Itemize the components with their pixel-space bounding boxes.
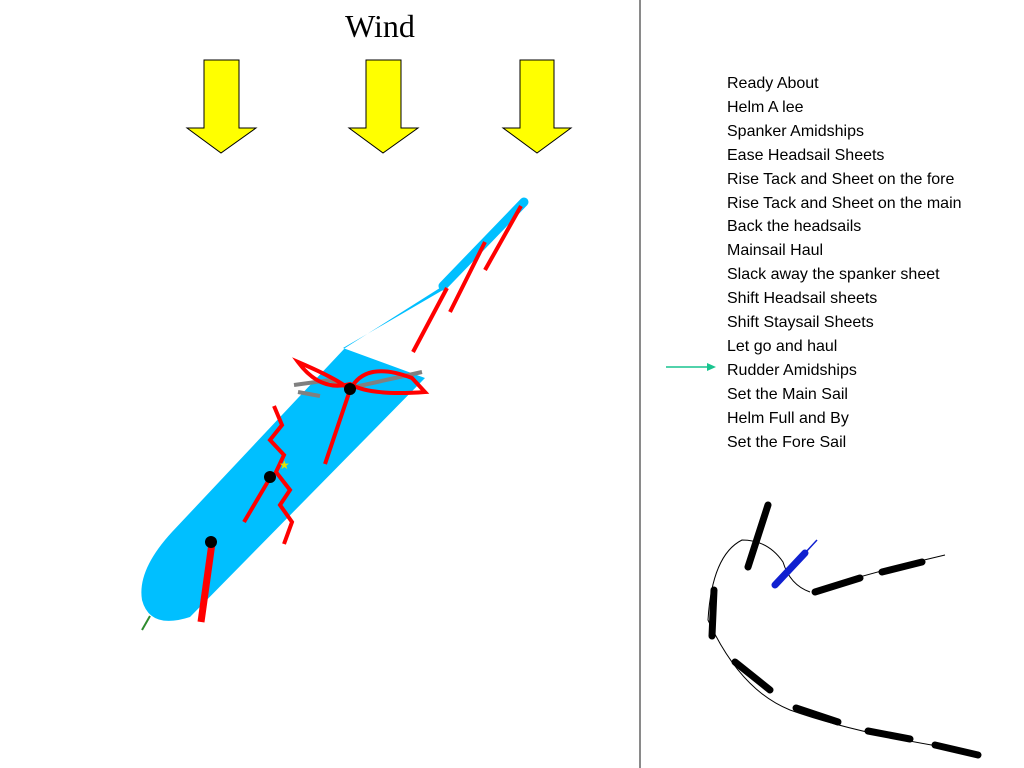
wind-arrow-left [185,59,258,154]
command-item: Ready About [727,75,819,92]
fleet-ship-3 [731,658,774,694]
command-item: Set the Fore Sail [727,433,847,451]
fleet-ship-8 [878,558,926,576]
wind-arrow-right [501,59,573,154]
command-item: Spanker Amidships [727,122,864,140]
fleet-ship-6 [931,741,982,759]
command-item: Rise Tack and Sheet on the fore [727,170,955,188]
command-item: Shift Staysail Sheets [727,314,874,332]
fore-topmast-staysail [448,241,487,313]
fleet-ship-5 [864,727,914,743]
command-item: Set the Main Sail [727,385,848,403]
fleet-ship-highlighted-bowsprit [804,539,818,554]
command-item: Ease Headsail Sheets [727,146,885,164]
fleet-ship-2 [708,586,718,640]
mizzen-mast [205,536,217,548]
main-sail-zigzag [267,405,295,545]
fleet-ship-1 [744,501,772,571]
track-line [707,539,976,753]
fleet-ship-highlighted [771,549,809,589]
center-star-icon: ★ [279,458,290,472]
jib-sail [483,205,523,271]
fore-staysail [411,287,449,353]
spanker-sail [197,542,216,623]
wind-arrow-center [347,59,420,154]
current-step-pointer [666,363,716,371]
fleet-ship-4 [792,704,842,726]
rudder [141,615,151,631]
panel-divider [639,0,641,768]
wind-title: Wind [345,8,415,44]
command-item: Shift Headsail sheets [727,290,878,308]
command-item: Rise Tack and Sheet on the main [727,194,962,212]
command-item: Mainsail Haul [727,242,824,260]
fleet-track [707,501,982,759]
ship: ★ [141,197,529,631]
command-item: Slack away the spanker sheet [727,266,940,284]
main-yard-gray-2 [297,390,321,398]
command-item: Helm Full and By [727,409,849,427]
fore-course-sail [292,357,430,395]
ship-hull [141,200,524,621]
command-item: Back the headsails [727,218,862,236]
command-item: Helm A lee [727,98,804,116]
command-item: Let go and haul [727,337,838,355]
pointer-arrowhead [707,363,716,371]
fore-mast [344,383,356,395]
fore-mast-sail [323,389,352,465]
main-mast [264,471,276,483]
main-mast-sail [242,476,272,524]
command-item-current: Rudder Amidships [727,361,857,379]
wind-arrows [185,59,573,154]
fleet-ship-7 [811,574,864,596]
